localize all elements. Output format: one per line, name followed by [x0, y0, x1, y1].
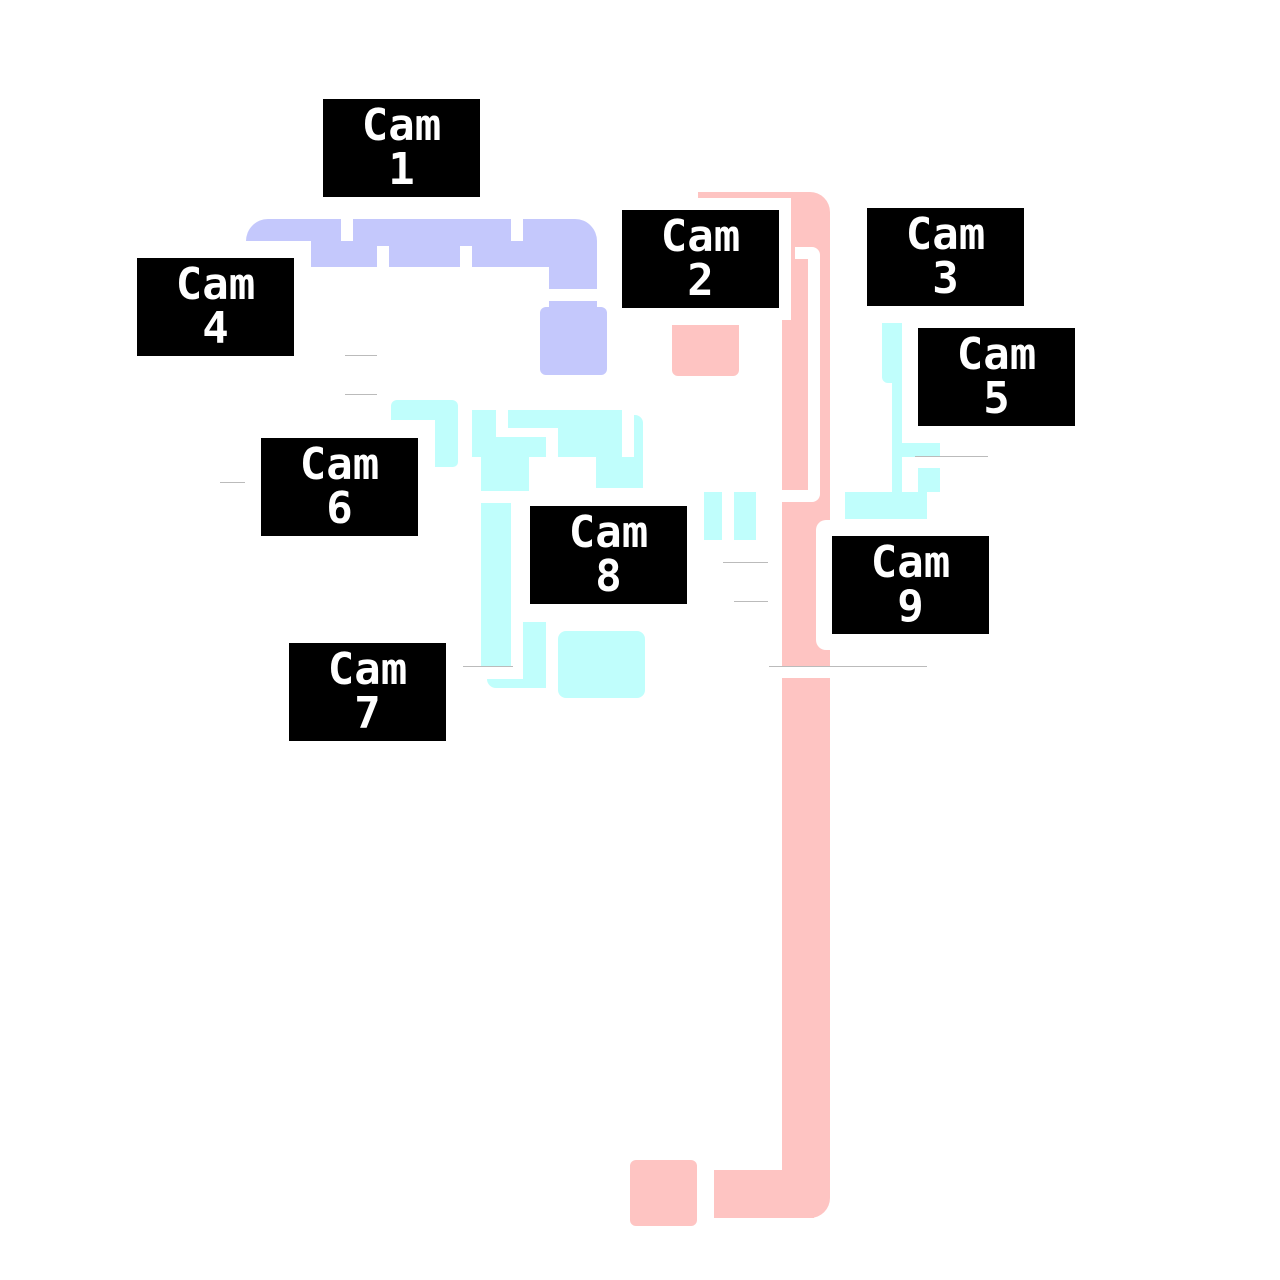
hallway-divider [816, 520, 830, 650]
cam-label: Cam [361, 100, 442, 151]
wall-line [915, 456, 988, 457]
room-cyan [523, 622, 546, 688]
room-lavender [549, 301, 597, 311]
room-cyan [734, 492, 756, 540]
room-cyan [918, 468, 940, 492]
room-pink [630, 1160, 697, 1226]
cam-number: 9 [897, 581, 924, 632]
wall-line [345, 394, 377, 395]
room-cyan [558, 631, 645, 698]
room-cyan [882, 323, 902, 383]
wall-line [463, 666, 513, 667]
cam-number: 4 [202, 303, 229, 354]
cam-label: Cam [956, 329, 1037, 380]
room-cyan [472, 410, 496, 437]
room-lavender [472, 241, 549, 267]
room-cyan [481, 503, 511, 667]
room-cyan [508, 410, 622, 428]
cam-label: Cam [905, 209, 986, 260]
room-pink [672, 325, 739, 376]
cam-number: 8 [595, 551, 622, 602]
cam-label: Cam [327, 644, 408, 695]
hallway-pink [782, 192, 830, 1218]
room-cyan [704, 492, 722, 540]
wall-line [345, 355, 377, 356]
room-lavender [540, 307, 607, 375]
cam-label: Cam [299, 439, 380, 490]
cam-number: 6 [326, 483, 353, 534]
room-cyan [902, 443, 940, 457]
room-lavender [246, 219, 341, 241]
room-lavender [549, 241, 597, 289]
cam-label: Cam [870, 537, 951, 588]
room-cyan [634, 415, 643, 463]
cam-number: 3 [932, 253, 959, 304]
room-cyan [391, 400, 458, 420]
room-cyan [892, 383, 902, 492]
cam-number: 1 [388, 144, 415, 195]
room-lavender [389, 246, 460, 267]
hallway-divider [808, 247, 820, 502]
room-cyan [472, 437, 546, 457]
room-cyan [435, 420, 458, 467]
cam-label: Cam [568, 507, 649, 558]
cam-number: 5 [983, 373, 1010, 424]
wall-line [734, 601, 768, 602]
wall-line [769, 666, 927, 667]
cam-number: 7 [354, 688, 381, 739]
cam-number: 2 [687, 255, 714, 306]
hallway-pink [698, 192, 798, 198]
cam-label: Cam [175, 259, 256, 310]
room-cyan [558, 428, 622, 457]
room-lavender [523, 219, 597, 241]
hallway-divider [795, 247, 808, 259]
cam-label: Cam [660, 211, 741, 262]
room-cyan [845, 492, 927, 519]
wall-line [220, 482, 245, 483]
room-cyan [481, 457, 529, 491]
wall-line [723, 562, 768, 563]
room-cyan [487, 679, 546, 688]
hallway-divider [770, 667, 840, 678]
hallway-divider [770, 490, 808, 502]
hallway-pink [714, 1170, 814, 1218]
